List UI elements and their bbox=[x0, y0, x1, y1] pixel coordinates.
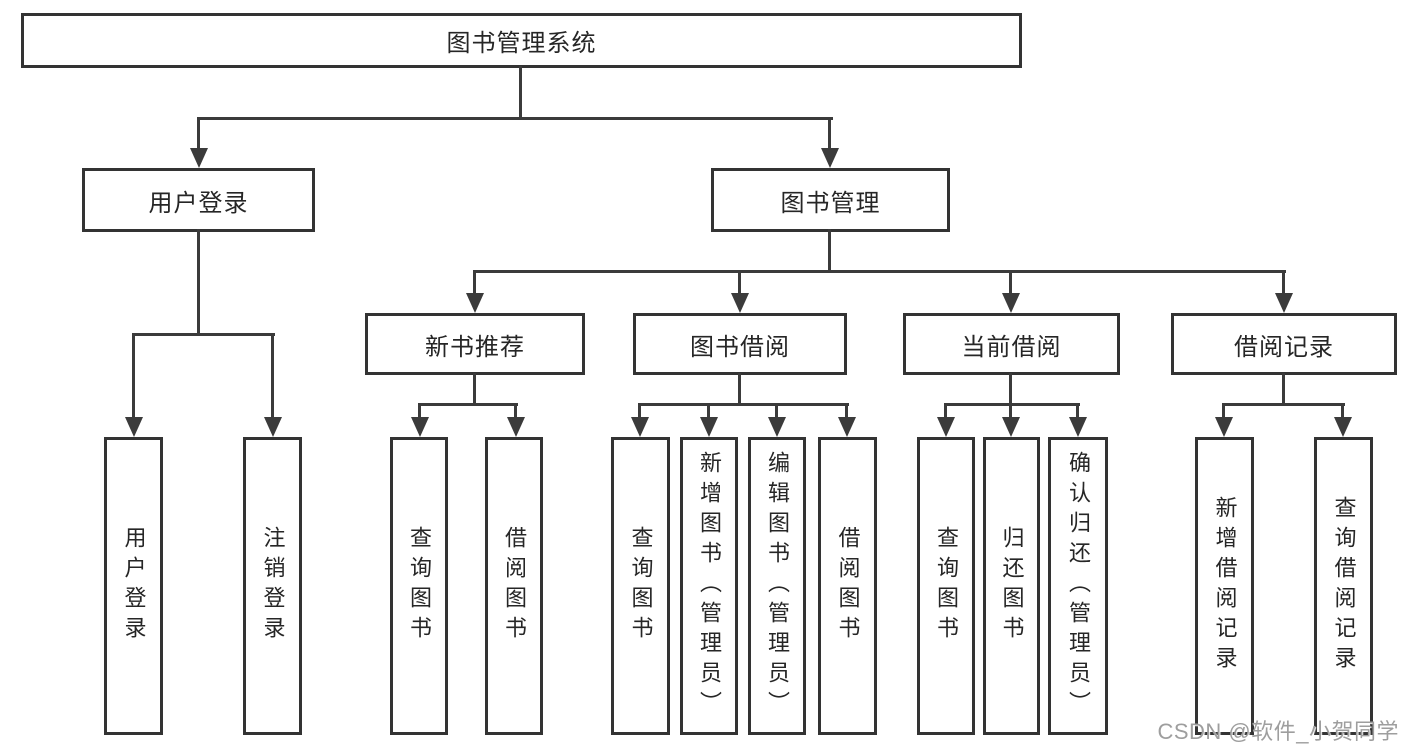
leaf-query-borrow-record: 查询借阅记录 bbox=[1314, 437, 1373, 735]
arrow-down-icon bbox=[507, 417, 525, 437]
connector-hline bbox=[638, 403, 849, 406]
arrow-down-icon bbox=[1069, 417, 1087, 437]
arrow-down-icon bbox=[125, 417, 143, 437]
leaf-query-books: 查询图书 bbox=[917, 437, 975, 735]
connector-vline bbox=[473, 373, 476, 406]
arrow-down-icon bbox=[1215, 417, 1233, 437]
arrow-down-icon bbox=[1275, 293, 1293, 313]
node-label: 当前借阅 bbox=[961, 333, 1062, 361]
connector-hline bbox=[197, 117, 833, 120]
connector-vline bbox=[707, 403, 710, 419]
connector-vline bbox=[1009, 373, 1012, 406]
leaf-label: 查询借阅记录 bbox=[1331, 496, 1357, 676]
arrow-down-icon bbox=[1002, 417, 1020, 437]
connector-hline bbox=[944, 403, 1080, 406]
leaf-label: 新增借阅记录 bbox=[1212, 496, 1238, 676]
node-borrowing-records: 借阅记录 bbox=[1171, 313, 1397, 375]
connector-hline bbox=[418, 403, 518, 406]
connector-vline bbox=[473, 270, 476, 295]
leaf-query-books: 查询图书 bbox=[611, 437, 670, 735]
connector-vline bbox=[1009, 403, 1012, 419]
arrow-down-icon bbox=[700, 417, 718, 437]
leaf-label: 新增图书（管理员） bbox=[697, 451, 722, 721]
arrow-down-icon bbox=[1002, 293, 1020, 313]
leaf-label: 编辑图书（管理员） bbox=[765, 451, 790, 721]
arrow-down-icon bbox=[190, 148, 208, 168]
node-book-borrowing: 图书借阅 bbox=[633, 313, 847, 375]
connector-hline bbox=[1222, 403, 1345, 406]
leaf-label: 查询图书 bbox=[934, 526, 959, 646]
connector-vline bbox=[519, 66, 522, 120]
connector-vline bbox=[197, 117, 200, 150]
node-label: 用户登录 bbox=[148, 189, 249, 217]
connector-vline bbox=[418, 403, 421, 419]
leaf-user-login: 用户登录 bbox=[104, 437, 163, 735]
connector-vline bbox=[638, 403, 641, 419]
arrow-down-icon bbox=[631, 417, 649, 437]
node-user-login: 用户登录 bbox=[82, 168, 315, 232]
node-new-book-recommendation: 新书推荐 bbox=[365, 313, 585, 375]
leaf-label: 借阅图书 bbox=[835, 526, 861, 646]
leaf-add-borrow-record: 新增借阅记录 bbox=[1195, 437, 1254, 735]
connector-vline bbox=[845, 403, 848, 419]
node-label: 图书管理系统 bbox=[446, 30, 597, 57]
watermark-csdn: CSDN @软件_小贺同学 bbox=[1157, 719, 1399, 744]
connector-vline bbox=[132, 333, 135, 419]
node-label: 新书推荐 bbox=[425, 333, 525, 361]
node-label: 借阅记录 bbox=[1234, 333, 1334, 361]
connector-hline bbox=[132, 333, 275, 336]
node-root: 图书管理系统 bbox=[21, 13, 1022, 68]
connector-vline bbox=[1282, 373, 1285, 406]
leaf-label: 确认归还（管理员） bbox=[1066, 451, 1091, 721]
node-current-borrowing: 当前借阅 bbox=[903, 313, 1120, 375]
leaf-label: 查询图书 bbox=[407, 526, 432, 646]
arrow-down-icon bbox=[937, 417, 955, 437]
arrow-down-icon bbox=[821, 148, 839, 168]
arrow-down-icon bbox=[768, 417, 786, 437]
connector-vline bbox=[1222, 403, 1225, 419]
leaf-return-books: 归还图书 bbox=[983, 437, 1040, 735]
arrow-down-icon bbox=[264, 417, 282, 437]
connector-vline bbox=[944, 403, 947, 419]
connector-vline bbox=[738, 373, 741, 406]
leaf-label: 借阅图书 bbox=[502, 526, 527, 646]
connector-vline bbox=[1009, 270, 1012, 295]
leaf-add-books-admin: 新增图书（管理员） bbox=[680, 437, 738, 735]
leaf-label: 注销登录 bbox=[260, 526, 286, 646]
arrow-down-icon bbox=[838, 417, 856, 437]
connector-vline bbox=[828, 229, 831, 273]
leaf-label: 用户登录 bbox=[121, 526, 147, 646]
arrow-down-icon bbox=[466, 293, 484, 313]
leaf-borrow-books: 借阅图书 bbox=[818, 437, 877, 735]
connector-hline bbox=[473, 270, 1286, 273]
arrow-down-icon bbox=[731, 293, 749, 313]
connector-vline bbox=[1282, 270, 1285, 295]
leaf-confirm-return-admin: 确认归还（管理员） bbox=[1048, 437, 1108, 735]
leaf-edit-books-admin: 编辑图书（管理员） bbox=[748, 437, 806, 735]
connector-vline bbox=[1341, 403, 1344, 419]
node-label: 图书管理 bbox=[780, 189, 881, 217]
leaf-query-books: 查询图书 bbox=[390, 437, 448, 735]
node-book-management: 图书管理 bbox=[711, 168, 950, 232]
connector-vline bbox=[197, 229, 200, 336]
connector-vline bbox=[514, 403, 517, 419]
leaf-borrow-books: 借阅图书 bbox=[485, 437, 543, 735]
arrow-down-icon bbox=[411, 417, 429, 437]
leaf-label: 归还图书 bbox=[999, 526, 1025, 646]
leaf-label: 查询图书 bbox=[628, 526, 654, 646]
connector-vline bbox=[738, 270, 741, 295]
connector-vline bbox=[775, 403, 778, 419]
arrow-down-icon bbox=[1334, 417, 1352, 437]
connector-vline bbox=[828, 117, 831, 150]
connector-vline bbox=[271, 333, 274, 419]
leaf-logout-login: 注销登录 bbox=[243, 437, 302, 735]
connector-vline bbox=[1076, 403, 1079, 419]
node-label: 图书借阅 bbox=[690, 333, 790, 361]
